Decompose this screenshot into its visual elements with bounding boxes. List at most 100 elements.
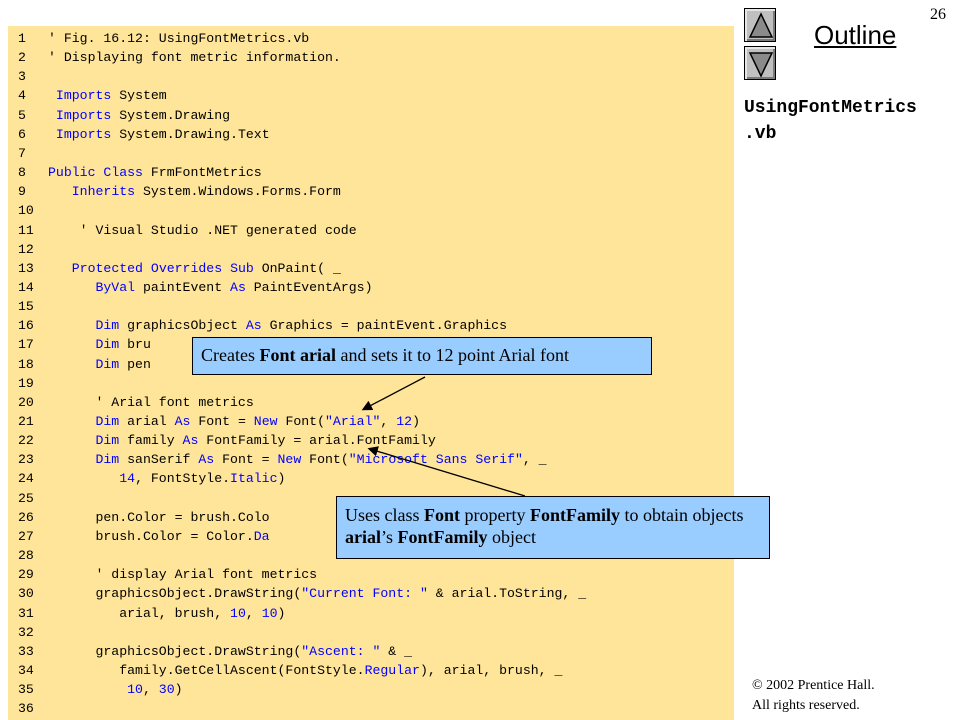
- code-line: 10: [18, 201, 48, 220]
- line-number: 26: [18, 509, 34, 525]
- code-text: [48, 280, 95, 295]
- code-text: family.GetCellAscent(FontStyle.: [48, 662, 365, 678]
- code-line: 3: [18, 67, 48, 86]
- code-text: ): [277, 605, 286, 621]
- code-text: [48, 108, 56, 123]
- code-text: family: [119, 433, 183, 449]
- line-number: 32: [18, 624, 34, 640]
- code-keyword: Dim: [95, 414, 120, 429]
- code-text: [48, 471, 119, 486]
- next-slide-button[interactable]: [744, 46, 776, 80]
- code-text: ): [277, 471, 286, 487]
- copyright-notice: © 2002 Prentice Hall. All rights reserve…: [752, 676, 875, 716]
- callout-text: Creates: [201, 345, 260, 365]
- code-keyword: Dim: [95, 356, 120, 372]
- code-keyword: Dim: [95, 433, 120, 449]
- copyright-line-1: © 2002 Prentice Hall.: [752, 678, 875, 693]
- code-text: [48, 261, 72, 276]
- code-line: 19: [18, 374, 48, 393]
- code-text: ' Displaying font metric information.: [48, 50, 341, 66]
- code-literal: 10: [127, 682, 143, 698]
- code-line: 7: [18, 144, 48, 163]
- code-text: [222, 261, 230, 276]
- code-line: 2 ' Displaying font metric information.: [18, 48, 341, 67]
- line-number: 31: [18, 605, 34, 621]
- line-number: 30: [18, 586, 34, 602]
- line-number: 34: [18, 662, 34, 678]
- line-number: 16: [18, 318, 34, 334]
- callout-code-term: FontFamily: [529, 505, 620, 525]
- code-text: ): [412, 414, 420, 429]
- code-keyword: Dim: [95, 318, 120, 334]
- code-text: ,: [142, 682, 159, 698]
- line-number: 3: [18, 69, 26, 85]
- line-number: 15: [18, 299, 34, 315]
- file-title: UsingFontMetrics .vb: [744, 95, 960, 147]
- code-keyword: New: [277, 452, 302, 468]
- callout-text: to obtain objects: [619, 505, 744, 525]
- code-line: 30 graphicsObject.DrawString("Current Fo…: [18, 584, 586, 603]
- callout-text: ’s: [381, 527, 398, 547]
- code-line: 4 Imports System: [18, 86, 167, 105]
- code-text: paintEvent: [135, 279, 231, 295]
- code-text: arial, brush,: [48, 605, 231, 621]
- code-text: ,: [380, 414, 397, 429]
- code-line: 35 10, 30): [18, 680, 183, 699]
- code-line: 12: [18, 240, 48, 259]
- line-number: 9: [18, 184, 26, 200]
- code-text: [48, 318, 95, 333]
- code-literal: Italic: [230, 471, 278, 487]
- code-text: sanSerif: [119, 452, 199, 468]
- outline-link[interactable]: Outline: [814, 20, 897, 50]
- code-text: bru: [119, 337, 151, 353]
- line-number: 23: [18, 452, 34, 468]
- code-keyword: Class: [103, 165, 143, 181]
- previous-slide-button[interactable]: [744, 8, 776, 42]
- code-text: FontFamily = arial.FontFamily: [198, 433, 436, 449]
- callout-text: and sets it to 12 point Arial font: [335, 345, 569, 365]
- line-number: 24: [18, 471, 34, 487]
- code-keyword: As: [198, 452, 215, 468]
- code-literal: 12: [396, 414, 413, 429]
- line-number: 2: [18, 50, 26, 66]
- code-text: [48, 682, 127, 697]
- code-literal: 14: [119, 471, 136, 487]
- line-number: 10: [18, 203, 34, 219]
- page-number: 26: [930, 6, 946, 23]
- callout-code-term: arial: [345, 527, 381, 547]
- line-number: 27: [18, 528, 34, 544]
- code-text: pen.Color = brush.Colo: [48, 509, 270, 525]
- code-line: 13 Protected Overrides Sub OnPaint( _: [18, 259, 341, 278]
- code-text: FrmFontMetrics: [142, 165, 262, 181]
- triangle-up-icon: [748, 12, 774, 38]
- line-number: 5: [18, 107, 26, 123]
- code-text: [48, 414, 95, 429]
- callout-code-term: Font: [424, 505, 460, 525]
- code-line: 20 ' Arial font metrics: [18, 393, 254, 412]
- code-text: Font(: [301, 452, 349, 468]
- code-keyword: Overrides: [150, 260, 223, 276]
- code-literal: 30: [158, 682, 175, 698]
- code-keyword: Dim: [95, 337, 120, 353]
- code-line: 16 Dim graphicsObject As Graphics = pain…: [18, 316, 507, 335]
- code-text: [48, 452, 95, 467]
- code-keyword: Sub: [230, 260, 254, 276]
- code-line: 28: [18, 546, 48, 565]
- code-text: Font =: [214, 452, 278, 468]
- line-number: 35: [18, 682, 34, 698]
- code-line: 21 Dim arial As Font = New Font("Arial",…: [18, 412, 420, 431]
- code-line: 24 14, FontStyle.Italic): [18, 469, 285, 488]
- code-keyword: As: [174, 414, 191, 429]
- line-number: 20: [18, 394, 34, 410]
- file-title-line-1: UsingFontMetrics: [744, 98, 917, 118]
- code-text: Graphics = paintEvent.Graphics: [261, 318, 508, 334]
- line-number: 17: [18, 337, 34, 353]
- code-text: System: [111, 88, 167, 104]
- code-keyword: Dim: [95, 452, 120, 468]
- code-keyword: Imports: [55, 126, 112, 142]
- code-line: 31 arial, brush, 10, 10): [18, 604, 285, 623]
- line-number: 8: [18, 165, 26, 181]
- code-text: ): [174, 682, 183, 698]
- callout-text: Uses class: [345, 505, 424, 525]
